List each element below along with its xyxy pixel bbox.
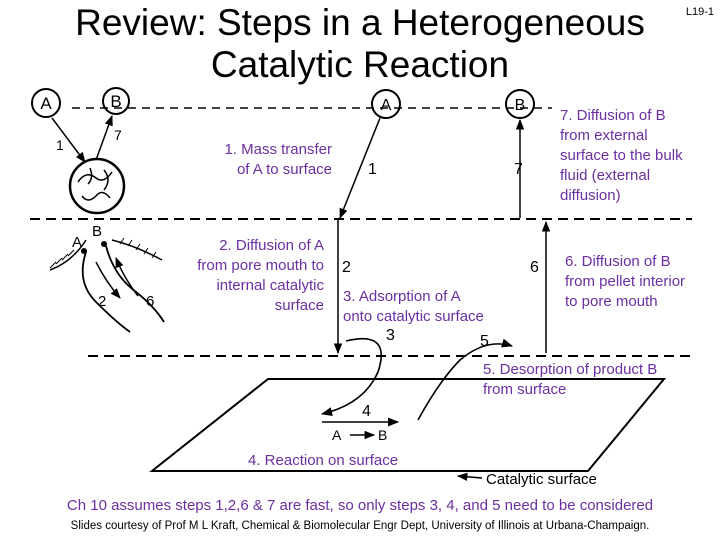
main-step-2: 2 <box>342 259 351 276</box>
annotation-step-6: 6. Diffusion of B from pellet interior t… <box>565 252 715 312</box>
annotation-step-6-line-1: 6. Diffusion of B <box>565 253 671 270</box>
annotation-step-7-line-3: surface to the bulk <box>560 147 683 164</box>
annotation-step-4-line-1: 4. Reaction on surface <box>248 452 399 469</box>
main-step-7: 7 <box>514 161 523 178</box>
main-step-6: 6 <box>530 259 539 276</box>
annotation-step-5-line-1: 5. Desorption of product B <box>483 361 658 378</box>
annotation-step-7-line-4: fluid (external <box>560 167 651 184</box>
annotation-step-1: 1. Mass transfer of A to surface <box>188 140 332 180</box>
annotation-step-6-line-2: from pellet interior <box>565 273 686 290</box>
catalytic-surface-label: Catalytic surface <box>486 471 597 488</box>
credit-line: Slides courtesy of Prof M L Kraft, Chemi… <box>70 520 650 532</box>
slide-title: Review: Steps in a Heterogeneous Catalyt… <box>0 2 720 86</box>
main-flow: A B 1 7 2 6 3 4 5 A B Catalytic surface <box>149 89 667 488</box>
reaction-b: B <box>378 427 387 443</box>
reaction-a: A <box>332 427 342 443</box>
pore-label-a: A <box>72 234 82 251</box>
annotation-step-1-line-2: of A to surface <box>236 161 332 178</box>
summary-note: Ch 10 assumes steps 1,2,6 & 7 are fast, … <box>66 497 654 514</box>
annotation-step-2-line-2: from pore mouth to <box>197 257 324 274</box>
slide-id: L19-1 <box>685 6 714 18</box>
main-label-a: A <box>381 97 392 114</box>
main-step-1: 1 <box>368 161 377 178</box>
annotation-step-5: 5. Desorption of product B from surface <box>483 360 713 400</box>
annotation-step-5-line-2: from surface <box>483 381 567 398</box>
title-line-2: Catalytic Reaction <box>210 44 510 85</box>
pellet-sketch: A B 1 7 <box>31 87 130 215</box>
arrow-step-1 <box>339 117 381 219</box>
pore-sketch: A B 2 6 <box>49 223 165 333</box>
pore-step-2: 2 <box>98 293 106 310</box>
catalytic-surface-plane <box>149 378 667 472</box>
title-line-1: Review: Steps in a Heterogeneous <box>75 2 645 43</box>
arrow-step-5 <box>417 338 514 421</box>
pore-label-b: B <box>92 223 102 240</box>
annotation-step-2-line-1: 2. Diffusion of A <box>219 237 324 254</box>
annotation-step-3-line-2: onto catalytic surface <box>343 308 484 325</box>
annotation-step-3-line-1: 3. Adsorption of A <box>343 288 461 305</box>
annotation-step-3: 3. Adsorption of A onto catalytic surfac… <box>343 287 533 327</box>
annotation-step-2-line-4: surface <box>274 297 324 314</box>
annotation-step-2: 2. Diffusion of A from pore mouth to int… <box>164 236 324 316</box>
pellet-label-a: A <box>40 94 52 113</box>
main-step-5: 5 <box>480 333 489 350</box>
annotation-step-7-line-2: from external <box>560 127 648 144</box>
pellet-step-7: 7 <box>114 127 122 143</box>
pellet-label-b: B <box>110 92 121 111</box>
annotation-step-7: 7. Diffusion of B from external surface … <box>560 106 715 206</box>
pore-step-6: 6 <box>146 293 154 310</box>
pellet-step-1: 1 <box>56 137 64 153</box>
annotation-step-1-line-1: 1. Mass transfer <box>224 141 332 158</box>
main-label-b: B <box>515 97 526 114</box>
main-step-3: 3 <box>386 327 395 344</box>
annotation-step-2-line-3: internal catalytic <box>216 277 324 294</box>
annotation-step-4: 4. Reaction on surface <box>248 451 448 471</box>
annotation-step-6-line-3: to pore mouth <box>565 293 658 310</box>
arrow-step-3 <box>320 337 383 417</box>
main-step-4: 4 <box>362 403 371 420</box>
annotation-step-7-line-5: diffusion) <box>560 187 621 204</box>
annotation-step-7-line-1: 7. Diffusion of B <box>560 107 666 124</box>
